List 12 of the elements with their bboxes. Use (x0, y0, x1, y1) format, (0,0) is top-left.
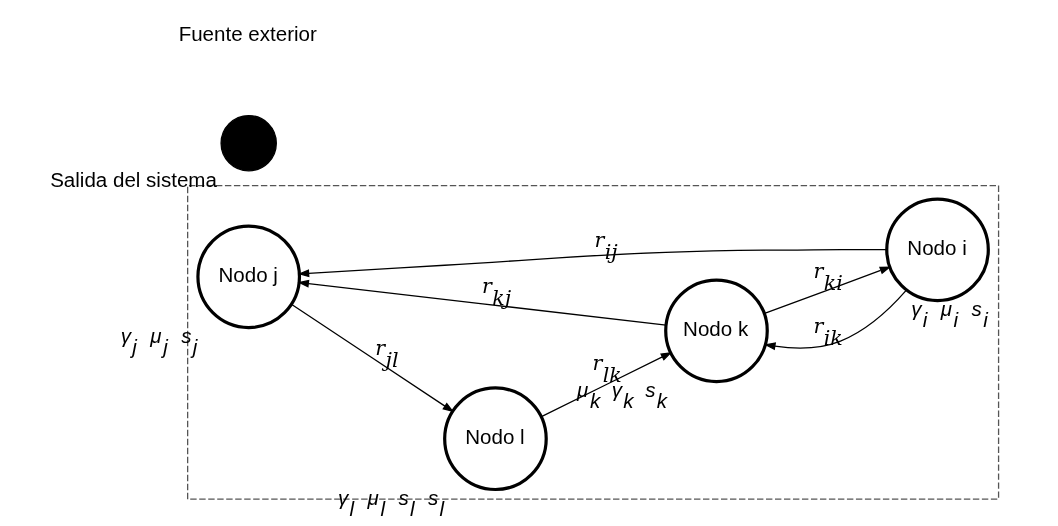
node-circle: Nodo j (195, 224, 301, 330)
arrow (540, 352, 672, 418)
arrow (290, 303, 454, 413)
arrow (297, 248, 887, 278)
label: Fuente exterior (178, 22, 317, 46)
arrow (763, 289, 907, 351)
arrow (763, 266, 891, 315)
node-label: Salida del sistema (49, 168, 217, 192)
node-circle: Nodo i (884, 197, 990, 303)
node-circle: Nodo k (663, 278, 769, 384)
arrow (296, 279, 667, 326)
node-circle (219, 114, 277, 172)
